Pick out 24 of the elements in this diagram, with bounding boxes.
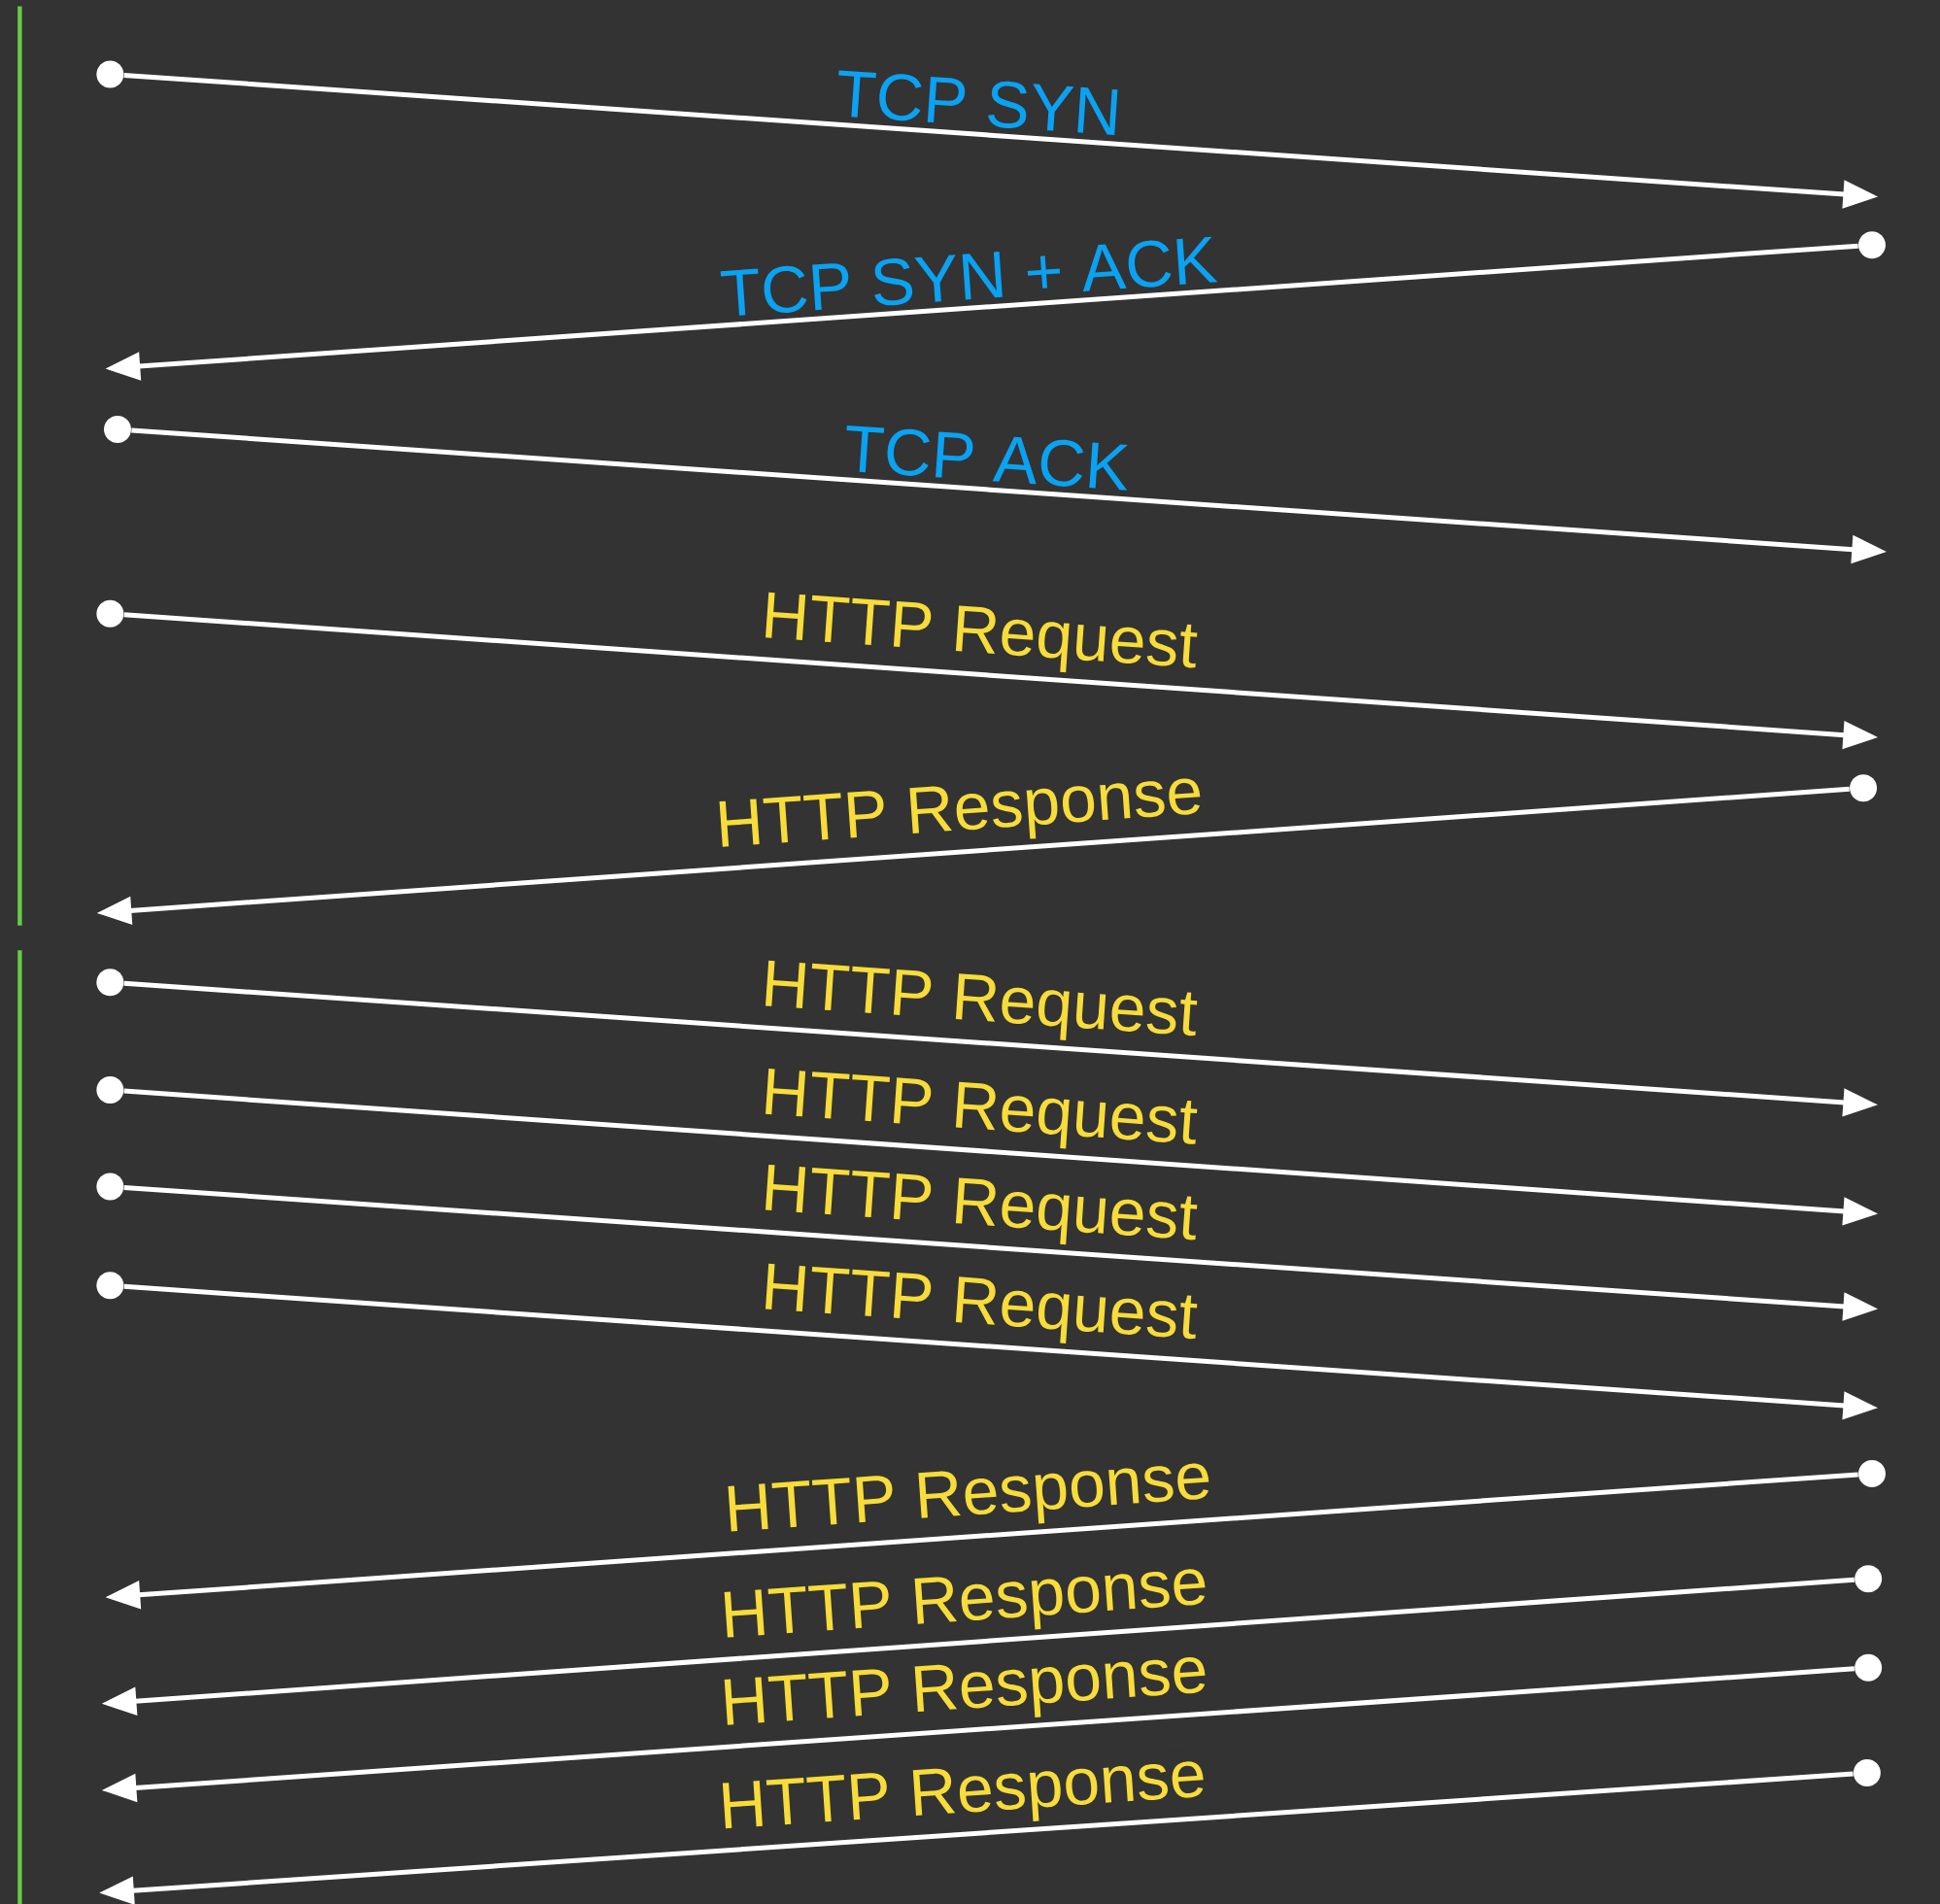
- edge-label: TCP SYN + ACK: [717, 233, 1221, 320]
- edge-label: HTTP Request: [757, 958, 1202, 1052]
- start-dot: [96, 1173, 124, 1201]
- edge-label: HTTP Request: [757, 1162, 1202, 1256]
- start-dot: [1855, 1565, 1883, 1593]
- start-dot: [1855, 1653, 1883, 1682]
- edge-label: HTTP Request: [757, 590, 1202, 684]
- start-dot: [96, 599, 124, 628]
- start-dot: [96, 1076, 124, 1105]
- edge-label: TCP SYN: [832, 67, 1126, 139]
- start-dot: [1853, 1759, 1881, 1787]
- start-dot: [1858, 1459, 1886, 1487]
- start-dot: [96, 60, 124, 88]
- edge-label: TCP ACK: [839, 423, 1134, 493]
- edge-label: HTTP Request: [757, 1066, 1202, 1160]
- start-dot: [96, 1272, 124, 1300]
- start-dot: [1858, 231, 1886, 259]
- edge-label: HTTP Response: [720, 1450, 1216, 1548]
- edge-label: HTTP Response: [715, 1748, 1210, 1845]
- edge-label: HTTP Response: [711, 765, 1208, 864]
- start-dot: [96, 969, 124, 997]
- start-dot: [104, 415, 131, 443]
- edge-label: HTTP Request: [757, 1261, 1202, 1355]
- start-dot: [1850, 774, 1878, 802]
